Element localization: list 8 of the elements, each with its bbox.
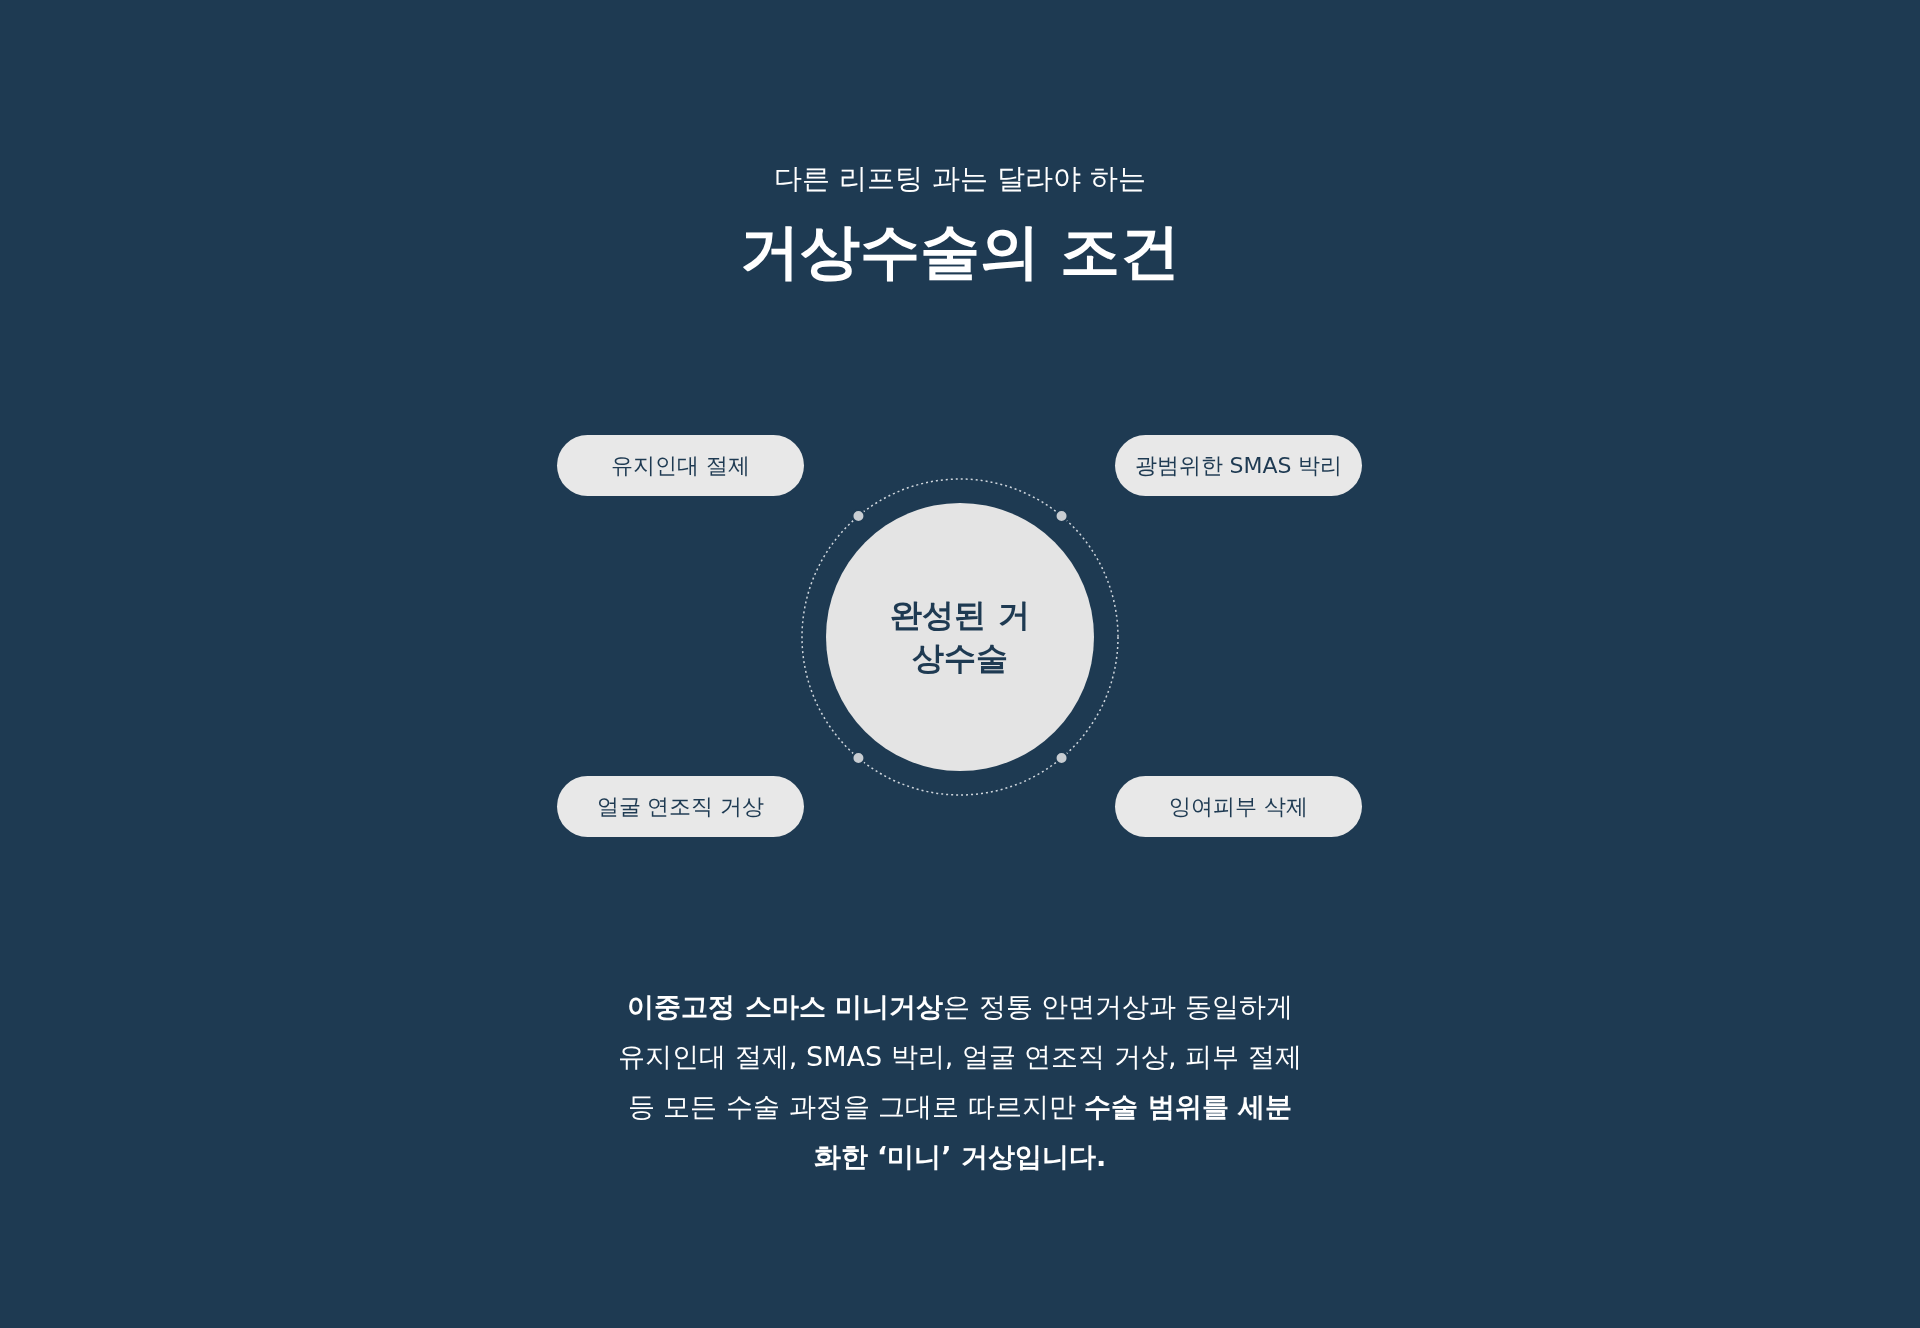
pill-box: 유지인대 절제 [557,435,804,496]
subtitle: 다른 리프팅 과는 달라야 하는 [774,162,1146,195]
pill-box: 잉여피부 삭제 [1115,776,1362,837]
pill-box: 광범위한 SMAS 박리 [1115,435,1362,496]
title: 거상수술의 조건 [739,216,1181,286]
center-circle: 완성된 거상수술 [826,503,1094,771]
description-paragraph: 이중고정 스마스 미니거상은 정통 안면거상과 동일하게 유지인대 절제, SMAS 박리, 얼굴 연조직 거상, 피부 절제 등 모든 수술 과정을 그대로 따르지만 수술 범위를 세분화한 ‘미니’ 거상입니다. [617,990,1303,1174]
pill-box: 얼굴 연조직 거상 [557,776,804,837]
